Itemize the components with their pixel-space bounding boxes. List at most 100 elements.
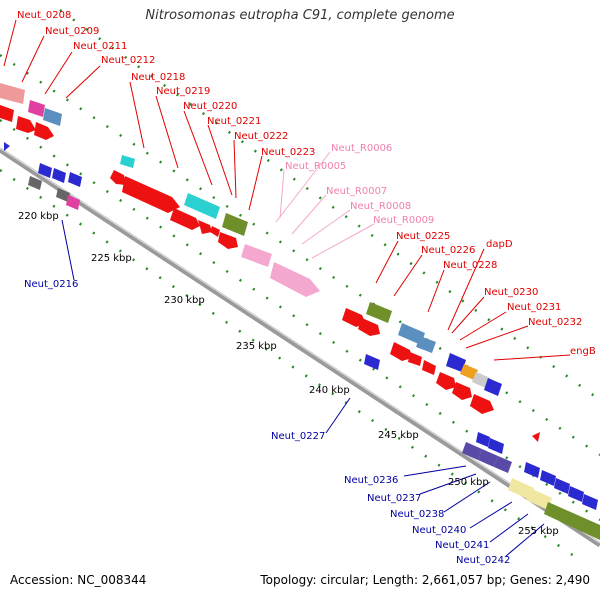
gene-red-p <box>470 394 494 414</box>
gene-neut-0241 <box>526 488 552 510</box>
kbp-label: 220 kbp <box>18 211 59 222</box>
gene-label: Neut_R0008 <box>350 201 411 212</box>
gene-red-h <box>218 232 238 249</box>
gene-neut-0216 <box>66 195 80 210</box>
gene-neut-0222 <box>222 213 248 236</box>
gene-blue-h <box>554 478 570 494</box>
gene-label: Neut_R0009 <box>373 215 434 226</box>
gene-red-g <box>210 226 220 237</box>
gene-label: Neut_0212 <box>101 55 155 66</box>
gene-label: Neut_0232 <box>528 317 582 328</box>
gene-red-b <box>16 116 36 133</box>
gene-red-l <box>408 352 422 366</box>
gene-label: Neut_0241 <box>435 540 489 551</box>
gene-neut-0227 <box>364 354 380 370</box>
gene-red-d <box>110 170 126 185</box>
gene-label: dapD <box>486 239 513 250</box>
gene-label: Neut_0230 <box>484 287 538 298</box>
gene-blue-marker <box>4 142 10 151</box>
kbp-label: 245 kbp <box>378 430 419 441</box>
gene-neut-0218 <box>120 155 135 168</box>
accession-label: Accession: NC_008344 <box>10 573 147 587</box>
gene-neut-0225 <box>366 302 392 323</box>
gene-label: Neut_0227 <box>271 431 325 442</box>
gene-label: Neut_0236 <box>344 475 398 486</box>
gene-neut-0219 <box>122 176 180 213</box>
gene-dapD <box>416 336 436 353</box>
gene-neut-0211 <box>43 108 62 126</box>
gene-label: Neut_0240 <box>412 525 466 536</box>
gene-label: Neut_0228 <box>443 260 497 271</box>
gene-red-c <box>34 122 54 140</box>
gene-red-j <box>358 318 380 336</box>
gene-blue-d <box>476 432 490 447</box>
gene-label: Neut_0218 <box>131 72 185 83</box>
gene-blue-e <box>488 438 504 454</box>
leader-lines <box>3 19 571 557</box>
gene-label: Neut_0226 <box>421 245 475 256</box>
forward-genes <box>0 83 540 442</box>
gene-label: Neut_R0007 <box>326 186 387 197</box>
gene-neut-0231 <box>460 364 478 380</box>
gene-label: Neut_0231 <box>507 302 561 313</box>
gene-red-f <box>198 220 212 234</box>
gene-neut-0236 <box>462 442 482 460</box>
gene-label: Neut_R0005 <box>285 161 346 172</box>
gene-red-n <box>436 372 456 390</box>
gene-labels: Neut_0208 Neut_0209 Neut_0211 Neut_0212 … <box>17 10 596 566</box>
gene-grey-b <box>56 188 70 202</box>
gene-neut-0209 <box>28 100 45 117</box>
genome-summary-label: Topology: circular; Length: 2,661,057 bp… <box>260 573 590 587</box>
gene-label: Neut_0219 <box>156 86 210 97</box>
gene-neut-0208 <box>0 83 25 104</box>
kbp-label: 230 kbp <box>164 295 205 306</box>
gene-label: Neut_0208 <box>17 10 71 21</box>
gene-label: Neut_0220 <box>183 101 237 112</box>
gene-label: Neut_0221 <box>207 116 261 127</box>
gene-neut-0242 <box>544 502 600 540</box>
gene-blue-j <box>582 494 598 510</box>
gene-blue-g <box>540 470 556 486</box>
gene-blue-f <box>524 462 540 478</box>
gene-neut-0237 <box>478 449 498 467</box>
gene-red-i <box>342 308 366 327</box>
kbp-label: 235 kbp <box>236 341 277 352</box>
genome-backbone <box>0 147 600 548</box>
gene-red-e <box>170 208 200 230</box>
gene-label: Neut_0238 <box>390 509 444 520</box>
gene-rna-r0005 <box>241 244 272 267</box>
gene-label: Neut_0225 <box>396 231 450 242</box>
gene-label: Neut_0211 <box>73 41 127 52</box>
gene-label: Neut_0222 <box>234 131 288 142</box>
gene-label: Neut_0223 <box>261 147 315 158</box>
gene-grey-a <box>28 176 42 190</box>
gene-red-arrow <box>532 432 540 442</box>
gene-neut-0238 <box>494 456 512 473</box>
gene-red-k <box>390 342 412 361</box>
reverse-genes <box>4 142 600 540</box>
gene-label: engB <box>570 346 596 357</box>
gene-blue-i <box>568 486 584 502</box>
gene-blue-a <box>38 163 52 178</box>
gene-rna-r0006 <box>270 262 320 297</box>
gene-red-o <box>452 382 472 400</box>
gene-neut-0230 <box>446 353 466 372</box>
kbp-label: 250 kbp <box>448 477 489 488</box>
gene-label: Neut_0209 <box>45 26 99 37</box>
gene-neut-0226 <box>398 323 425 345</box>
gene-label: Neut_0216 <box>24 279 78 290</box>
gene-blue-b <box>52 168 66 183</box>
gene-red-m <box>422 360 436 375</box>
page-title: Nitrosomonas eutropha C91, complete geno… <box>145 8 455 23</box>
gene-label: Neut_R0006 <box>331 143 392 154</box>
gene-neut-0232 <box>472 372 490 388</box>
gene-label: Neut_0242 <box>456 555 510 566</box>
kbp-label: 225 kbp <box>91 253 132 264</box>
gene-red-a <box>0 105 14 122</box>
gene-engB <box>484 378 502 396</box>
kbp-label: 240 kbp <box>309 385 350 396</box>
gene-blue-c <box>68 172 82 187</box>
gene-label: Neut_0237 <box>367 493 421 504</box>
